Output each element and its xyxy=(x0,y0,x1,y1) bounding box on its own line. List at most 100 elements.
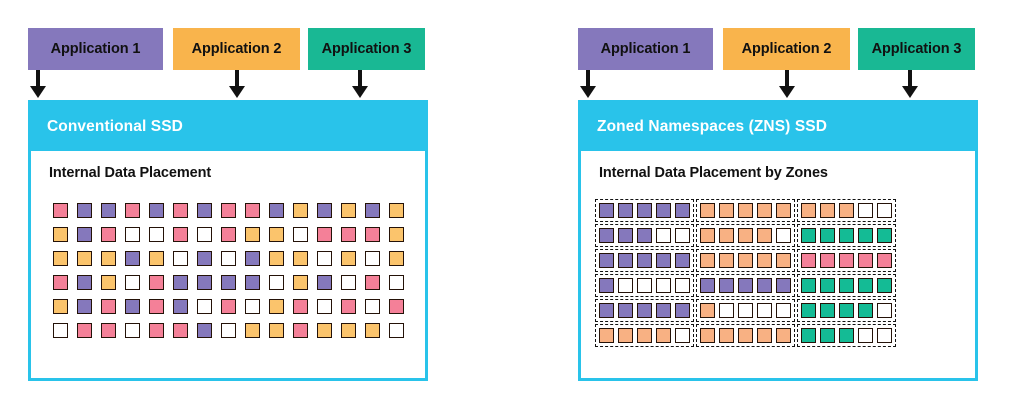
data-block-pink xyxy=(125,203,140,218)
ssd-subtitle: Internal Data Placement by Zones xyxy=(599,165,828,181)
app-box-application-2[interactable]: Application 2 xyxy=(723,28,850,70)
zone-row xyxy=(595,224,896,247)
data-block-orange xyxy=(389,227,404,242)
data-block-purple xyxy=(656,303,671,318)
data-block-purple xyxy=(245,251,260,266)
data-block-peach xyxy=(738,253,753,268)
data-block-pink xyxy=(221,299,236,314)
data-block-white xyxy=(221,323,236,338)
data-block-orange xyxy=(293,203,308,218)
data-block-peach xyxy=(738,203,753,218)
grid-row xyxy=(53,275,404,290)
app-box-application-3[interactable]: Application 3 xyxy=(858,28,975,70)
data-block-orange xyxy=(341,203,356,218)
data-block-peach xyxy=(656,328,671,343)
data-block-peach xyxy=(776,328,791,343)
zone-segment-3 xyxy=(797,299,896,322)
zone-segment-1 xyxy=(595,199,694,222)
data-block-white xyxy=(125,227,140,242)
grid-row xyxy=(53,203,404,218)
data-block-pink xyxy=(53,275,68,290)
data-block-teal xyxy=(820,328,835,343)
app-box-application-3[interactable]: Application 3 xyxy=(308,28,425,70)
data-block-purple xyxy=(599,278,614,293)
data-block-teal xyxy=(839,228,854,243)
data-block-white xyxy=(293,227,308,242)
data-block-orange xyxy=(269,299,284,314)
data-block-white xyxy=(776,228,791,243)
data-block-pink xyxy=(389,299,404,314)
panel-zns-ssd: Application 1 Application 2 Application … xyxy=(550,0,1016,416)
data-block-white xyxy=(656,228,671,243)
data-block-white xyxy=(389,275,404,290)
data-block-pink xyxy=(317,227,332,242)
data-block-purple xyxy=(738,278,753,293)
zone-segment-1 xyxy=(595,249,694,272)
data-block-white xyxy=(125,323,140,338)
app-box-label: Application 3 xyxy=(321,41,412,57)
data-block-pink xyxy=(101,227,116,242)
data-block-pink xyxy=(877,253,892,268)
data-block-purple xyxy=(77,275,92,290)
data-block-teal xyxy=(877,228,892,243)
app-box-application-2[interactable]: Application 2 xyxy=(173,28,300,70)
data-block-purple xyxy=(269,203,284,218)
data-block-purple xyxy=(675,203,690,218)
data-block-pink xyxy=(293,299,308,314)
data-block-white xyxy=(221,251,236,266)
zone-segment-3 xyxy=(797,249,896,272)
data-block-orange xyxy=(269,227,284,242)
data-block-purple xyxy=(637,303,652,318)
data-block-peach xyxy=(700,253,715,268)
zone-segment-2 xyxy=(696,299,795,322)
data-block-white xyxy=(341,275,356,290)
data-block-purple xyxy=(757,278,772,293)
zone-segment-2 xyxy=(696,324,795,347)
data-block-purple xyxy=(637,228,652,243)
data-block-pink xyxy=(149,323,164,338)
data-block-white xyxy=(618,278,633,293)
app-box-application-1[interactable]: Application 1 xyxy=(578,28,713,70)
data-block-purple xyxy=(599,253,614,268)
data-block-peach xyxy=(776,203,791,218)
app-box-label: Application 3 xyxy=(871,41,962,57)
data-block-purple xyxy=(618,228,633,243)
data-block-orange xyxy=(341,251,356,266)
zone-segment-3 xyxy=(797,224,896,247)
ssd-card-conventional: Conventional SSD Internal Data Placement xyxy=(28,100,428,381)
app-box-application-1[interactable]: Application 1 xyxy=(28,28,163,70)
data-block-white xyxy=(317,251,332,266)
zone-segment-1 xyxy=(595,274,694,297)
data-block-pink xyxy=(365,227,380,242)
data-block-purple xyxy=(317,203,332,218)
data-block-white xyxy=(877,328,892,343)
data-block-orange xyxy=(101,275,116,290)
data-block-pink xyxy=(53,203,68,218)
data-block-teal xyxy=(820,278,835,293)
ssd-card-zns: Zoned Namespaces (ZNS) SSD Internal Data… xyxy=(578,100,978,381)
data-block-pink xyxy=(245,203,260,218)
data-block-purple xyxy=(365,203,380,218)
app-box-label: Application 2 xyxy=(191,41,282,57)
data-block-purple xyxy=(149,203,164,218)
data-block-pink xyxy=(341,299,356,314)
data-block-purple xyxy=(77,227,92,242)
data-block-purple xyxy=(618,303,633,318)
grid-row xyxy=(53,323,404,338)
data-block-orange xyxy=(341,323,356,338)
data-block-purple xyxy=(245,275,260,290)
ssd-body: Internal Data Placement xyxy=(31,151,425,338)
data-block-white xyxy=(149,227,164,242)
data-block-pink xyxy=(173,323,188,338)
zone-segment-1 xyxy=(595,324,694,347)
data-block-white xyxy=(738,303,753,318)
data-block-peach xyxy=(757,203,772,218)
data-block-orange xyxy=(389,251,404,266)
data-block-purple xyxy=(719,278,734,293)
zone-row xyxy=(595,299,896,322)
data-block-white xyxy=(656,278,671,293)
ssd-title-bar: Zoned Namespaces (ZNS) SSD xyxy=(581,103,975,151)
data-block-peach xyxy=(719,203,734,218)
data-block-peach xyxy=(637,328,652,343)
data-block-teal xyxy=(858,228,873,243)
